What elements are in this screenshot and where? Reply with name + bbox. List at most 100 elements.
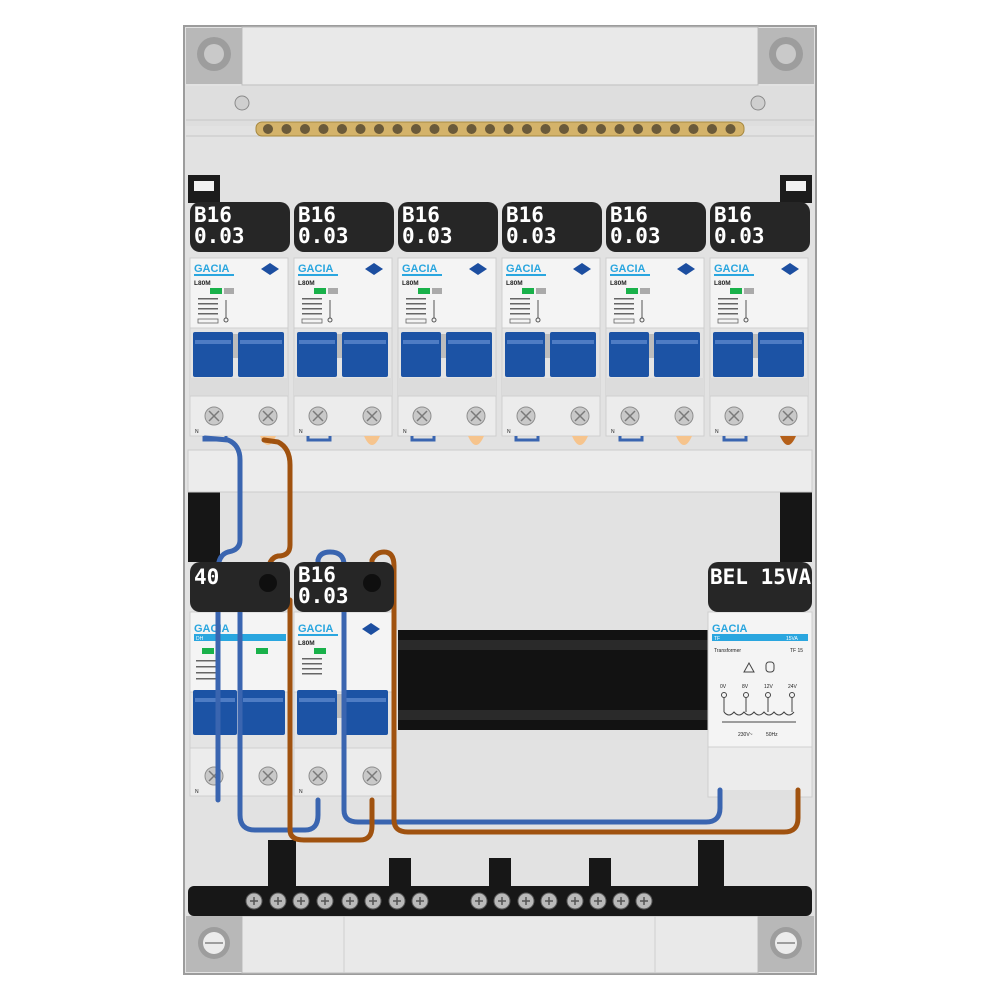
terminal-screw [258,766,278,786]
brand-diamond-icon [573,263,591,275]
neutral-mark: N [611,429,615,435]
model-name: L80M [714,280,731,287]
busbar-stud [540,124,551,134]
label-line-1: B16 [610,203,648,227]
busbar-stud [392,124,403,134]
busbar-stud [300,124,310,134]
neutral-mark: N [299,429,303,435]
busbar-stud [337,124,347,134]
breaker-toggle[interactable] [505,332,545,377]
neutral-mark: N [195,789,199,795]
busbar-stud [577,124,588,134]
busbar-stud [670,124,680,134]
terminal-screw [724,406,744,426]
label-line-1: B16 [298,203,336,227]
breaker-toggle[interactable] [550,332,596,377]
terminal-screw [204,406,224,426]
brand-diamond-icon [781,263,799,275]
breaker-toggle[interactable] [713,332,753,377]
model-name: L80M [298,280,315,287]
circuit-label: BEL 15VA [708,562,812,612]
breaker-toggle[interactable] [654,332,700,377]
brand-logo: GACIA [298,623,334,635]
bottom-cover-strip [241,915,759,974]
wire-blue-2 [237,597,321,833]
wire-blue-1 [202,435,243,803]
breaker-toggle[interactable] [758,332,804,377]
breaker-toggle[interactable] [238,332,284,377]
busbar-stud [651,124,662,134]
busbar-stud [466,124,477,134]
neutral-mark: N [403,429,407,435]
label-line-2: 0.03 [298,224,349,248]
brand-logo: GACIA [402,263,438,275]
rcbo-breaker: GACIA L80M N [293,257,393,437]
corner-screw-top-left [186,28,242,84]
busbar-stud [411,124,421,134]
label-line-1: 40 [194,565,219,589]
busbar-stud [725,124,736,134]
busbar-stud [448,124,458,134]
model-name: L80M [610,280,627,287]
brand-diamond-icon [365,263,383,275]
brand-diamond-icon [261,263,279,275]
tap-label: 12V [764,684,774,690]
transformer-title: Transformer [714,648,741,654]
corner-screw-bottom-right [758,916,814,972]
busbar-stud [281,124,292,134]
brand-logo: GACIA [194,623,230,635]
breaker-toggle[interactable] [297,332,337,377]
label-line-2: 0.03 [194,224,245,248]
label-line-2: 0.03 [298,584,349,608]
neutral-mark: N [715,429,719,435]
model-name: DH [196,636,204,642]
brand-diamond-icon [362,623,380,635]
terminal-screw [466,406,486,426]
side-bar-left [188,490,220,562]
breaker-toggle[interactable] [446,332,492,377]
busbar-stud [263,124,273,134]
label-line-2: 0.03 [402,224,453,248]
status-indicator [418,288,430,294]
wire-blue-3 [315,549,723,825]
transformer-icon [765,661,775,673]
label-line-2: 0.03 [610,224,661,248]
brand-diamond-icon [677,263,695,275]
status-indicator [210,288,222,294]
bell-icon [743,661,755,673]
brand-diamond-icon [469,263,487,275]
busbar-stud [429,124,440,134]
terminal-screw [412,406,432,426]
breaker-toggle[interactable] [609,332,649,377]
breaker-toggle[interactable] [342,332,388,377]
status-indicator [522,288,534,294]
breaker-toggle[interactable] [401,332,441,377]
model-name: L80M [402,280,419,287]
breaker-toggle[interactable] [193,332,233,377]
brand-logo: GACIA [712,623,748,635]
busbar-stud [633,124,643,134]
label-line-1: B16 [402,203,440,227]
busbar-stud [559,124,569,134]
model-name: TF [714,636,720,642]
terminal-screw [362,766,382,786]
breaker-toggle[interactable] [297,690,337,735]
breaker-toggle[interactable] [193,690,237,735]
rail-clip-left [188,175,220,203]
label-line-1: B16 [506,203,544,227]
breaker-toggle[interactable] [342,690,388,735]
label-line-1: B16 [714,203,752,227]
corner-screw-top-right [758,28,814,84]
breaker-toggle[interactable] [241,690,285,735]
brand-logo: GACIA [298,263,334,275]
neutral-mark: N [195,429,199,435]
neutral-mark: N [507,429,511,435]
